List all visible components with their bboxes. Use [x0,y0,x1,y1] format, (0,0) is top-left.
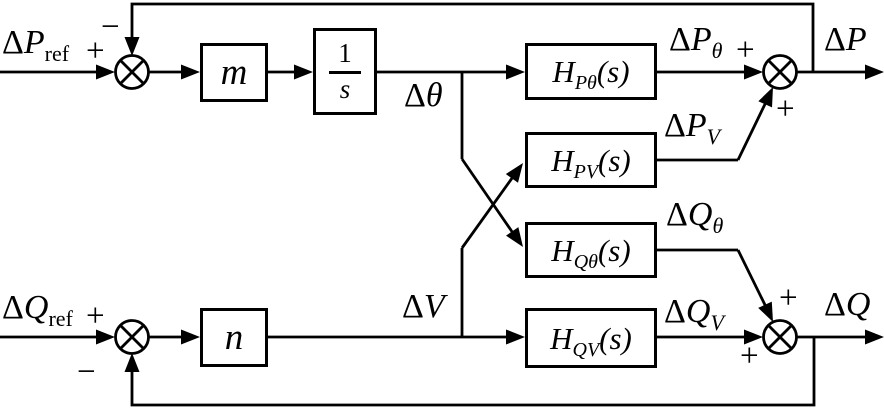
arrowhead [744,64,763,80]
arrowhead [96,329,115,345]
arrowhead [744,329,763,345]
arrowhead [96,64,115,80]
signal-label-delta-theta: Δθ [404,77,443,114]
sign-j1-plus: + [86,33,105,69]
signal-label-delta-p-theta: ΔPθ [669,21,723,63]
sign-j2-plus-lower: + [776,91,795,127]
arrowhead [294,64,313,80]
block-gain-n: n [200,308,268,367]
block-h-p-theta: HPθ(s) [525,43,657,100]
arrowhead [865,64,884,80]
block-integrator: 1 s [313,28,377,115]
arrowhead [506,329,525,345]
arrowhead [181,64,200,80]
hqtheta-output-lines [657,248,769,310]
arrowhead [758,301,773,322]
block-gain-m-label: m [220,52,248,93]
sign-j4-plus-upper: + [779,280,798,316]
summing-junction-p-input [114,54,150,90]
summing-junction-p-output [762,54,798,90]
arrowhead [181,329,200,345]
block-gain-m: m [200,43,268,102]
arrowheads [96,37,884,372]
arrowhead [505,163,523,183]
signal-label-delta-q-out: ΔQ [824,286,871,323]
summing-junction-q-input [114,319,150,355]
signal-label-delta-q-ref: ΔQref [2,289,73,331]
block-h-p-theta-label: HPθ(s) [552,54,630,94]
block-h-pv-label: HPV(s) [551,142,631,183]
sign-j4-plus-lower: + [740,338,759,374]
theta-branch-lines [460,72,517,237]
block-h-qv-label: HQV(s) [550,320,632,361]
block-gain-n-label: n [224,317,244,358]
q-feedback-line [130,337,816,407]
arrowhead [124,37,140,56]
v-branch-lines [460,173,517,337]
sign-j3-plus: + [86,298,105,334]
signal-label-delta-p-v: ΔPV [664,107,721,149]
arrowhead [865,329,884,345]
hpv-output-lines [657,99,769,162]
sign-j1-minus: − [101,9,120,45]
block-h-pv: HPV(s) [525,132,657,188]
arrowhead [506,227,523,247]
integrator-numerator: 1 [329,38,361,74]
signal-label-delta-q-v: ΔQV [664,293,724,335]
arrowhead [506,64,525,80]
block-h-q-theta-label: HQθ(s) [551,232,631,273]
p-feedback-line [130,2,815,72]
block-h-qv: HQV(s) [525,308,657,368]
signal-label-delta-q-theta: ΔQθ [666,196,724,238]
integrator-denominator: s [339,73,351,104]
sign-j2-plus-upper: + [736,32,755,68]
sign-j3-minus: − [77,354,96,390]
signal-label-delta-p-ref: ΔPref [2,24,70,66]
block-h-q-theta: HQθ(s) [525,222,657,278]
arrowhead [758,87,773,108]
block-integrator-label: 1 s [329,38,361,104]
arrowhead [124,353,140,372]
signal-label-delta-p-out: ΔP [824,21,867,58]
summing-junction-q-output [762,319,798,355]
signal-label-delta-v: ΔV [402,288,445,325]
